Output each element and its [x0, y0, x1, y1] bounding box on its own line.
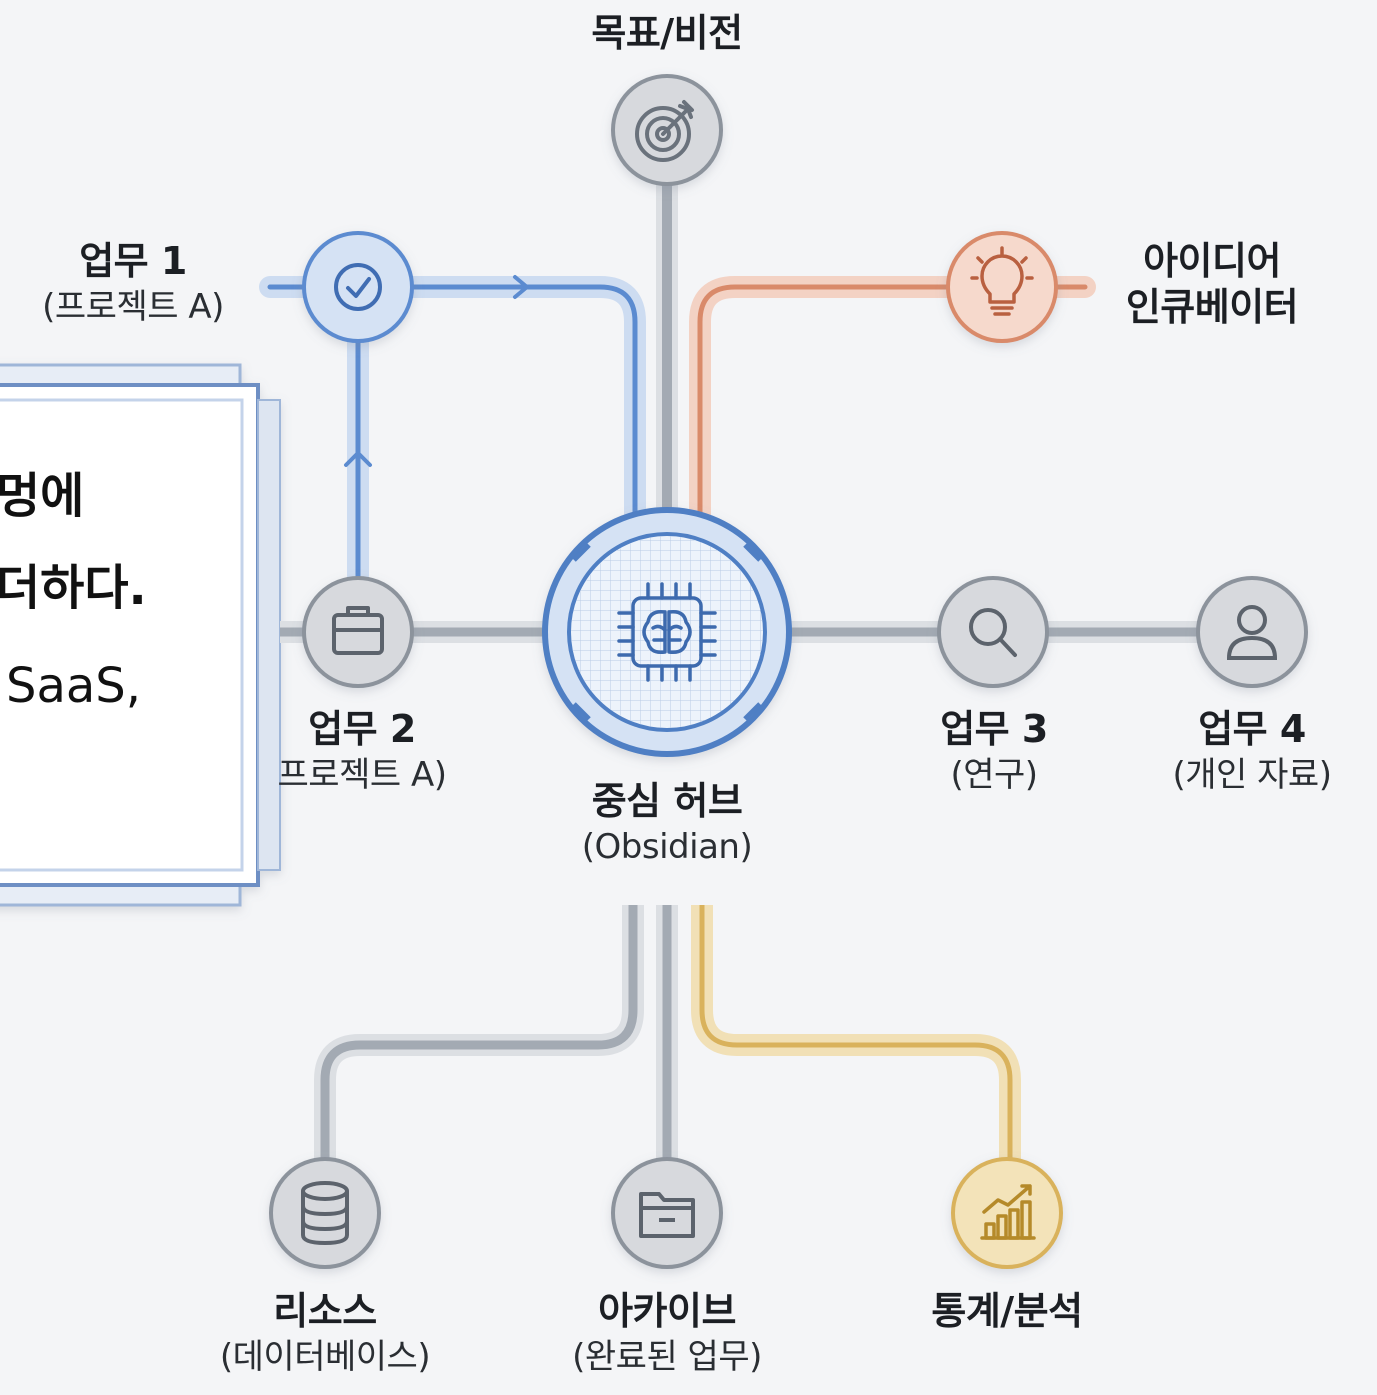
label-archive-sub: (완료된 업무): [572, 1337, 762, 1377]
note-line-3: SaaS,: [6, 658, 142, 714]
note-line-2: 더하다.: [0, 560, 147, 616]
label-idea-title: 아이디어: [1143, 239, 1281, 283]
target-icon: [635, 100, 694, 162]
label-idea: 아이디어 인큐베이터: [1125, 238, 1299, 330]
label-resource-title: 리소스: [273, 1289, 377, 1333]
label-task4-title: 업무 4: [1198, 707, 1306, 751]
label-goal: 목표/비전: [591, 10, 743, 56]
database-icon: [301, 1181, 349, 1246]
archive-folder-icon: [639, 1192, 695, 1238]
label-task3-sub: (연구): [950, 755, 1038, 795]
label-resource-sub: (데이터베이스): [219, 1337, 431, 1377]
label-stats: 통계/분석: [931, 1288, 1083, 1334]
connector-idea: [689, 276, 1096, 531]
node-task4[interactable]: [1196, 576, 1308, 688]
label-goal-title: 목표/비전: [591, 11, 743, 55]
label-task2-title: 업무 2: [308, 707, 416, 751]
node-archive[interactable]: [611, 1157, 723, 1269]
label-task2-sub: 프로젝트 A): [277, 755, 447, 795]
label-task1: 업무 1 (프로젝트 A): [42, 238, 224, 330]
label-stats-title: 통계/분석: [931, 1289, 1083, 1333]
label-task1-title: 업무 1: [79, 239, 187, 283]
lightbulb-icon: [970, 246, 1034, 316]
label-idea-sub: 인큐베이터: [1125, 285, 1299, 329]
note-line-1: 멍에: [0, 468, 85, 524]
label-task3-title: 업무 3: [940, 707, 1048, 751]
label-task3: 업무 3 (연구): [940, 706, 1048, 798]
node-stats[interactable]: [951, 1157, 1063, 1269]
connector-stats: [691, 905, 1021, 1165]
connector-resource: [314, 905, 644, 1165]
search-icon: [969, 608, 1017, 657]
label-resource: 리소스 (데이터베이스): [219, 1288, 431, 1380]
label-hub-sub: (Obsidian): [581, 827, 753, 867]
connector-task1: [259, 275, 646, 531]
label-hub-title: 중심 허브: [591, 779, 743, 823]
node-hub[interactable]: [542, 507, 792, 757]
label-task2: 업무 2 프로젝트 A): [278, 706, 447, 798]
node-resource[interactable]: [269, 1157, 381, 1269]
bar-chart-icon: [980, 1184, 1036, 1240]
note-card: [0, 363, 281, 907]
briefcase-icon: [332, 606, 384, 655]
brain-chip-icon: [617, 582, 717, 682]
label-task1-sub: (프로젝트 A): [42, 287, 224, 327]
node-idea[interactable]: [946, 231, 1058, 343]
user-icon: [1226, 605, 1278, 660]
node-goal[interactable]: [611, 74, 723, 186]
check-circle-icon: [334, 263, 382, 311]
label-hub: 중심 허브 (Obsidian): [581, 778, 753, 870]
node-task3[interactable]: [937, 576, 1049, 688]
connector-task1-task2: [344, 340, 372, 585]
node-task1[interactable]: [302, 231, 414, 343]
node-task2[interactable]: [302, 576, 414, 688]
label-archive-title: 아카이브: [598, 1289, 736, 1333]
label-task4-sub: (개인 자료): [1172, 755, 1332, 795]
label-archive: 아카이브 (완료된 업무): [572, 1288, 762, 1380]
label-task4: 업무 4 (개인 자료): [1173, 706, 1332, 798]
